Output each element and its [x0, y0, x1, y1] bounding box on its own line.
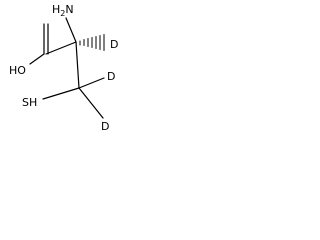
amine-label: H2N [52, 3, 74, 18]
structure-canvas: H2N O HO SH D D D [9, 3, 118, 133]
carboxyl-hydroxyl-bond [29, 53, 45, 65]
thiol-label: SH [22, 96, 37, 109]
alpha-amine-bond [65, 17, 77, 43]
deuterium-alpha-label: D [110, 38, 118, 51]
alpha-deuterium-hash-bond [79, 34, 105, 51]
beta-thiol-bond [42, 87, 80, 100]
deuterium-beta-1-label: D [107, 70, 115, 83]
alpha-beta-bond [75, 41, 80, 89]
hydroxyl-label: HO [9, 64, 26, 77]
beta-deuterium-bond-1 [78, 77, 105, 89]
carboxyl-alpha-bond [45, 41, 77, 55]
bonds [29, 17, 105, 119]
atom-labels: H2N O HO SH D D D [9, 3, 118, 133]
deuterium-beta-2-label: D [101, 120, 109, 133]
beta-deuterium-bond-2 [78, 87, 104, 119]
